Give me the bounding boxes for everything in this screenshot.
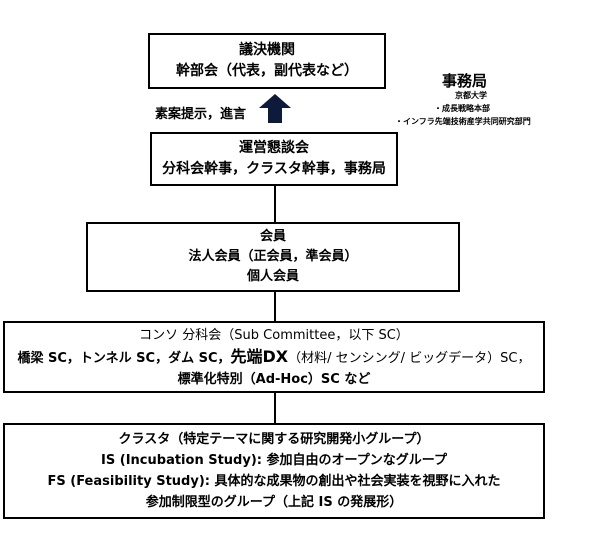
cluster-line3: FS (Feasibility Study): 具体的な成果物の創出や社会実装を… (47, 474, 501, 489)
kaiin-box: 会員 法人会員（正会員，準会員） 個人会員 (86, 222, 460, 292)
giketsu-sub: 幹部会（代表，副代表など） (176, 63, 358, 79)
cluster-line2: IS (Incubation Study): 参加自由のオープンなグループ (101, 453, 447, 468)
consortium-box: コンソ 分科会（Sub Committee，以下 SC） 橋梁 SC，トンネル … (3, 321, 545, 393)
consortium-line3: 標準化特別（Ad-Hoc）SC など (177, 371, 371, 387)
cluster-line1: クラスタ（特定テーマに関する研究開発小グループ） (118, 432, 430, 447)
kaiin-line2: 個人会員 (246, 269, 299, 284)
cluster-box: クラスタ（特定テーマに関する研究開発小グループ） IS (Incubation … (3, 423, 545, 519)
unei-box: 運営懇談会 分科会幹事，クラスタ幹事，事務局 (150, 132, 398, 186)
consortium-line2a: 橋梁 SC，トンネル SC，ダム SC， (17, 350, 231, 366)
connector-unei-kaiin (274, 185, 276, 224)
jimukyoku-item-2: ・成長戦略本部 (434, 104, 490, 113)
jimukyoku-item-3: ・インフラ先端技術産学共同研究部門 (395, 117, 531, 126)
kaiin-line1: 法人会員（正会員，準会員） (188, 249, 358, 264)
arrow-label: 素案提示，進言 (155, 107, 247, 122)
giketsu-title: 議決機関 (239, 42, 295, 58)
connector-consortium-cluster (274, 392, 276, 424)
jimukyoku-item-1: 京都大学 (455, 91, 487, 100)
consortium-line2b: 先端DX (230, 346, 289, 366)
unei-sub: 分科会幹事，クラスタ幹事，事務局 (162, 161, 386, 177)
kaiin-title: 会員 (259, 229, 286, 244)
connector-kaiin-consortium (274, 290, 276, 322)
up-arrow-icon (259, 94, 291, 123)
cluster-line4: 参加制限型のグループ（上記 IS の発展形） (145, 495, 403, 510)
consortium-line1: コンソ 分科会（Sub Committee，以下 SC） (139, 327, 409, 343)
jimukyoku-title: 事務局 (442, 72, 488, 90)
consortium-line2: 橋梁 SC，トンネル SC，ダム SC，先端DX（材料/ センシング/ ビッグデ… (17, 346, 530, 369)
giketsu-box: 議決機関 幹部会（代表，副代表など） (148, 33, 386, 89)
consortium-line2c: （材料/ センシング/ ビッグデータ）SC， (288, 350, 531, 366)
unei-title: 運営懇談会 (239, 140, 309, 156)
